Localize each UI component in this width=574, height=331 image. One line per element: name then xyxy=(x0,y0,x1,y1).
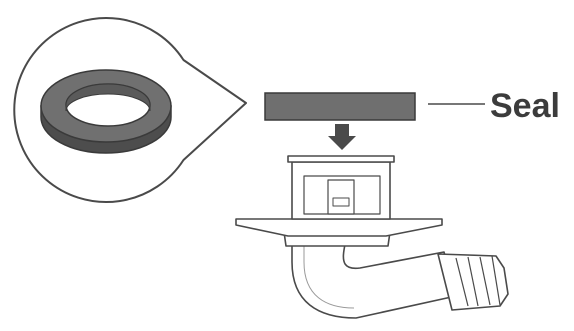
seal-bar xyxy=(264,92,416,121)
zoom-callout xyxy=(13,17,247,203)
seal-ring-icon xyxy=(40,69,172,154)
seal-label: Seal xyxy=(490,87,560,125)
down-arrow-icon xyxy=(328,124,356,150)
drain-elbow-fitting-icon xyxy=(235,155,509,319)
